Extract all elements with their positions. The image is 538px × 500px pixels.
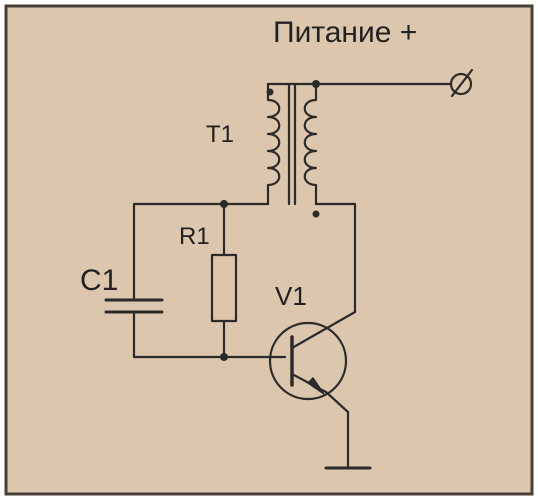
transistor-collector [290,310,357,350]
junction-dot [220,200,228,208]
junction-dot [220,353,228,361]
npn-transistor-icon [268,321,348,401]
capacitor-label: C1 [80,264,118,297]
transformer-t1 [266,82,318,206]
capacitor-c1 [104,202,164,359]
resistor-label: R1 [179,223,210,250]
emitter-arrow [306,376,325,395]
winding-polarity-dot [312,210,320,218]
circle-slash-terminal-icon [449,68,474,98]
transistor-label: V1 [275,281,307,311]
transformer-secondary-winding [303,82,318,206]
resistor-r1 [210,202,238,359]
junction-dot [312,80,320,88]
power-label: Питание + [273,16,417,49]
transformer-primary-winding [266,82,281,206]
winding-polarity-dot [266,88,274,96]
transformer-label: T1 [206,121,234,148]
wire-emitter-diagonal [324,390,350,414]
